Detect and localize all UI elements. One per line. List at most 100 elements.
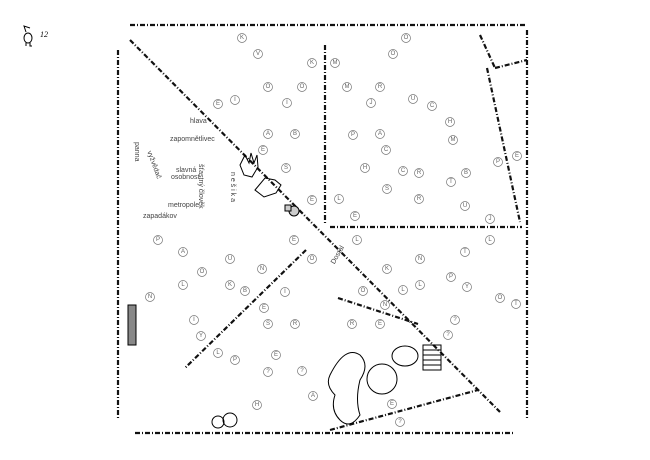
letter-circle[interactable]: P [446, 272, 456, 282]
letter-circle[interactable]: ? [263, 367, 273, 377]
letter-circle[interactable]: K [307, 58, 317, 68]
letter-circle[interactable]: L [398, 285, 408, 295]
letter-label: O [498, 295, 503, 301]
letter-label: K [240, 35, 244, 41]
letter-circle[interactable]: R [347, 319, 357, 329]
letter-circle[interactable]: E [387, 399, 397, 409]
letter-circle[interactable]: O [263, 82, 273, 92]
letter-circle-ring [153, 235, 163, 245]
letter-circle[interactable]: P [348, 130, 358, 140]
letter-circle[interactable]: B [461, 168, 471, 178]
letter-circle[interactable]: J [366, 98, 376, 108]
letter-circle[interactable]: K [225, 280, 235, 290]
letter-circle[interactable]: M [342, 82, 352, 92]
letter-label: N [418, 256, 422, 262]
letter-circle[interactable]: O [358, 286, 368, 296]
letter-circle-ring [308, 391, 318, 401]
letter-circle[interactable]: E [307, 195, 317, 205]
letter-label: E [292, 237, 296, 243]
letter-circle[interactable]: B [240, 286, 250, 296]
letter-circle[interactable]: L [415, 280, 425, 290]
letter-circle[interactable]: V [253, 49, 263, 59]
letter-circle[interactable]: H [252, 400, 262, 410]
letter-circle-ring [511, 299, 521, 309]
letter-circle[interactable]: S [263, 319, 273, 329]
letter-circle[interactable]: E [258, 145, 268, 155]
letter-label: O [266, 84, 271, 90]
letter-circle[interactable]: E [375, 319, 385, 329]
letter-circle[interactable]: N [257, 264, 267, 274]
letter-circle[interactable]: C [427, 101, 437, 111]
letter-circle[interactable]: I [280, 287, 290, 297]
letter-circle[interactable]: C [381, 145, 391, 155]
letter-circle[interactable]: K [382, 264, 392, 274]
letter-circle[interactable]: N [380, 300, 390, 310]
letter-label: H [255, 402, 259, 408]
letter-circle[interactable]: I [282, 98, 292, 108]
letter-circle[interactable]: T [511, 299, 521, 309]
letter-circle[interactable]: H [445, 117, 455, 127]
letter-circle[interactable]: M [448, 135, 458, 145]
letter-circle[interactable]: T [446, 177, 456, 187]
letter-circle[interactable]: U [408, 94, 418, 104]
letter-circle[interactable]: O [388, 49, 398, 59]
letter-circle[interactable]: U [225, 254, 235, 264]
letter-circle[interactable]: T [460, 247, 470, 257]
letter-label: O [310, 256, 315, 262]
letter-circle[interactable]: ? [297, 366, 307, 376]
letter-circle[interactable]: A [375, 129, 385, 139]
letter-circle[interactable]: O [401, 33, 411, 43]
letter-circle-ring [342, 82, 352, 92]
letter-circle[interactable]: E [350, 211, 360, 221]
letter-circle[interactable]: E [213, 99, 223, 109]
letter-circle[interactable]: H [360, 163, 370, 173]
letter-circle[interactable]: K [237, 33, 247, 43]
letter-circle-ring [334, 194, 344, 204]
letter-circle[interactable]: Y [196, 331, 206, 341]
letter-circle[interactable]: N [415, 254, 425, 264]
letter-circle[interactable]: O [197, 267, 207, 277]
letter-circle[interactable]: ? [395, 417, 405, 427]
letter-circle[interactable]: B [290, 129, 300, 139]
letter-circle[interactable]: ? [450, 315, 460, 325]
letter-circle[interactable]: L [334, 194, 344, 204]
letter-circle[interactable]: P [153, 235, 163, 245]
letter-circle[interactable]: J [485, 214, 495, 224]
letter-circle[interactable]: S [281, 163, 291, 173]
letter-label: R [350, 321, 355, 327]
letter-circle[interactable]: L [178, 280, 188, 290]
letter-circle[interactable]: S [382, 184, 392, 194]
letter-circle-ring [446, 272, 456, 282]
letter-circle[interactable]: L [213, 348, 223, 358]
letter-circle[interactable]: M [330, 58, 340, 68]
letter-label: L [337, 196, 341, 202]
letter-circle[interactable]: O [495, 293, 505, 303]
letter-circle[interactable]: R [290, 319, 300, 329]
letter-circle[interactable]: I [230, 95, 240, 105]
letter-label: E [378, 321, 382, 327]
letter-circle[interactable]: R [414, 194, 424, 204]
letter-circle[interactable]: A [178, 247, 188, 257]
letter-label: K [228, 282, 232, 288]
letter-circle[interactable]: R [375, 82, 385, 92]
letter-circle[interactable]: P [493, 157, 503, 167]
letter-circle[interactable]: E [271, 350, 281, 360]
letter-circle[interactable]: I [189, 315, 199, 325]
letter-circle[interactable]: U [460, 201, 470, 211]
letter-circle[interactable]: L [485, 235, 495, 245]
letter-circle[interactable]: O [307, 254, 317, 264]
letter-circle[interactable]: A [263, 129, 273, 139]
letter-circle[interactable]: Y [462, 282, 472, 292]
letter-circle[interactable]: E [259, 303, 269, 313]
letter-circle[interactable]: L [352, 235, 362, 245]
letter-circle[interactable]: A [308, 391, 318, 401]
letter-circle[interactable]: R [414, 168, 424, 178]
letter-circle[interactable]: O [297, 82, 307, 92]
letter-circle[interactable]: E [512, 151, 522, 161]
letter-circle[interactable]: P [230, 355, 240, 365]
letter-circle[interactable]: E [289, 235, 299, 245]
letter-circle[interactable]: ? [443, 330, 453, 340]
letter-circle[interactable]: N [145, 292, 155, 302]
dashed-walls [116, 23, 529, 435]
letter-circle[interactable]: C [398, 166, 408, 176]
